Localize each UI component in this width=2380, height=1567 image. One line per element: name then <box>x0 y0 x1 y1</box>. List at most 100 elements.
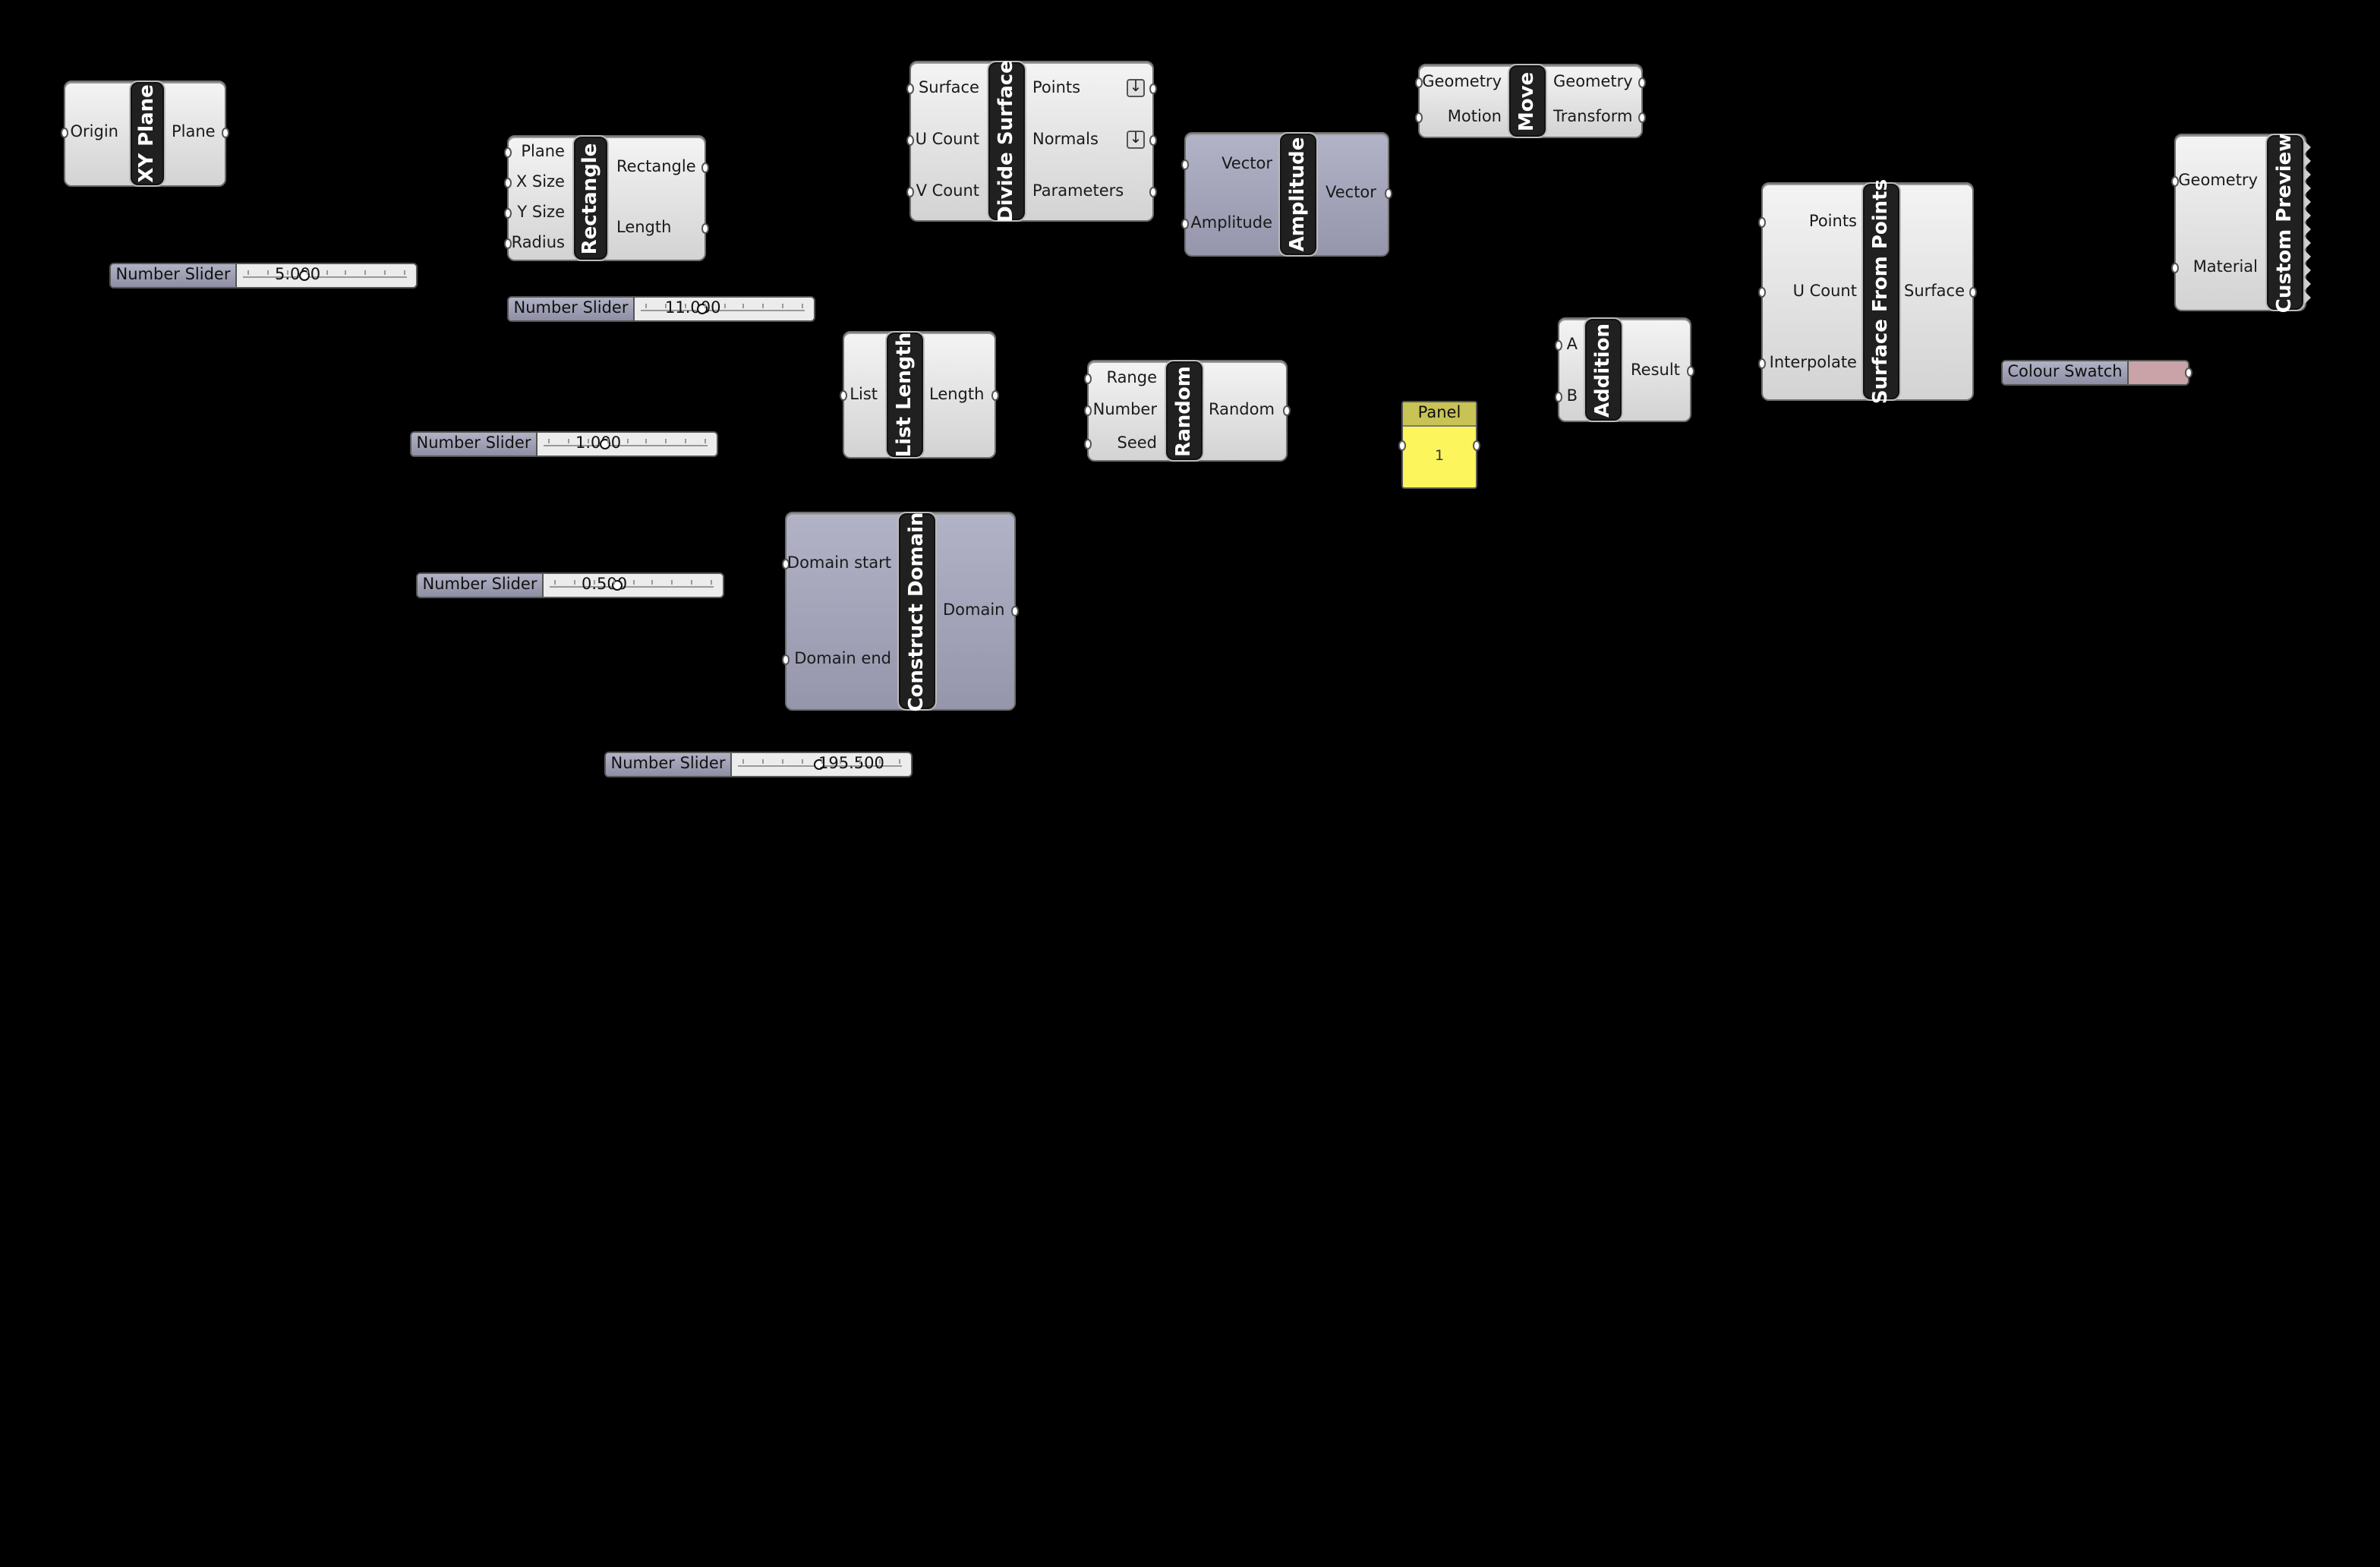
input-points-label: Points <box>1808 213 1857 231</box>
output-grip[interactable] <box>1638 112 1646 123</box>
input-grip[interactable] <box>906 84 914 94</box>
slider-tick <box>567 439 569 443</box>
input-grip[interactable] <box>2171 263 2179 273</box>
input-grip[interactable] <box>1084 405 1092 416</box>
slider-rail[interactable] <box>641 310 805 311</box>
output-grip[interactable] <box>2185 367 2192 378</box>
input-grip[interactable] <box>906 135 914 146</box>
input-grip[interactable] <box>504 147 512 158</box>
slider-tick <box>247 270 249 275</box>
surface-from-points-component[interactable]: Points U Count Interpolate Surface From … <box>1758 179 1977 404</box>
number-slider-2[interactable]: Number Slider 11.000 <box>507 296 815 322</box>
input-grip[interactable] <box>1181 159 1189 170</box>
output-grip[interactable] <box>1385 188 1392 199</box>
input-v-count-label: V Count <box>916 182 979 200</box>
normals-flatten-icon[interactable]: ↓ <box>1127 131 1145 149</box>
points-flatten-icon[interactable]: ↓ <box>1127 79 1145 97</box>
input-grip[interactable] <box>1084 439 1092 449</box>
output-grip[interactable] <box>1011 606 1019 616</box>
input-grip[interactable] <box>1758 217 1766 228</box>
slider-rail[interactable] <box>550 586 714 588</box>
slider-tick <box>645 439 648 443</box>
number-slider-4[interactable]: Number Slider 0.500 <box>416 572 724 598</box>
output-normals-label: Normals <box>1032 131 1099 149</box>
number-slider-3[interactable]: Number Slider 1.000 <box>410 431 718 457</box>
input-grip[interactable] <box>1555 340 1562 351</box>
move-component[interactable]: Geometry Motion Move Geometry Transform <box>1415 64 1646 138</box>
slider-knob[interactable] <box>612 580 623 591</box>
input-grip[interactable] <box>1415 77 1423 88</box>
output-grip[interactable] <box>1149 135 1157 146</box>
output-grip[interactable] <box>701 162 709 173</box>
rectangle-component[interactable]: Plane X Size Y Size Radius Rectangle Rec… <box>504 135 709 261</box>
input-grip[interactable] <box>1555 392 1562 402</box>
output-grip[interactable] <box>1687 366 1694 377</box>
slider-rail[interactable] <box>544 445 708 446</box>
colour-swatch-color[interactable] <box>2129 361 2188 384</box>
input-grip[interactable] <box>504 208 512 219</box>
input-grip[interactable] <box>61 128 68 138</box>
output-grip[interactable] <box>701 223 709 234</box>
preview-edge-notch <box>2305 237 2311 249</box>
colour-swatch[interactable]: Colour Swatch <box>2001 360 2192 386</box>
custom-preview-component[interactable]: Geometry Material Custom Preview <box>2171 133 2311 312</box>
input-grip[interactable] <box>840 390 847 401</box>
input-grip[interactable] <box>782 559 790 569</box>
input-grip[interactable] <box>1084 374 1092 384</box>
divide-surface-component[interactable]: Surface U Count V Count Divide Surface P… <box>906 60 1157 222</box>
slider-tick <box>593 580 595 585</box>
input-grip[interactable] <box>504 178 512 188</box>
input-grip[interactable] <box>2171 176 2179 187</box>
output-grip[interactable] <box>1283 405 1291 416</box>
list-length-component[interactable]: List List Length Length <box>840 331 999 459</box>
input-radius-label: Radius <box>511 234 565 252</box>
input-grip[interactable] <box>1758 287 1766 298</box>
input-grip[interactable] <box>782 654 790 665</box>
number-slider-1[interactable]: Number Slider 5.000 <box>109 263 418 288</box>
panel[interactable]: Panel 1 <box>1398 401 1480 489</box>
input-grip[interactable] <box>1398 440 1406 451</box>
input-grip[interactable] <box>1181 219 1189 229</box>
output-grip[interactable] <box>1149 84 1157 94</box>
addition-nickname: Addition <box>1585 319 1622 421</box>
output-grip[interactable] <box>222 128 229 138</box>
input-plane-label: Plane <box>521 143 565 161</box>
output-length-label: Length <box>929 386 985 404</box>
slider-value: 1.000 <box>575 434 622 452</box>
slider-tick <box>306 270 308 275</box>
rectangle-nickname: Rectangle <box>574 137 607 260</box>
slider-tick <box>742 759 744 764</box>
input-grip[interactable] <box>1415 112 1423 123</box>
output-grip[interactable] <box>1969 287 1977 298</box>
preview-edge-notch <box>2305 141 2311 153</box>
list-length-nickname: List Length <box>887 333 923 457</box>
input-grip[interactable] <box>1758 358 1766 369</box>
slider-rail[interactable] <box>243 276 407 278</box>
input-y-size-label: Y Size <box>517 203 565 222</box>
output-grip[interactable] <box>991 390 999 401</box>
random-component[interactable]: Range Number Seed Random Random <box>1084 360 1291 462</box>
addition-component[interactable]: A B Addition Result <box>1555 317 1694 422</box>
construct-domain-component[interactable]: Domain start Domain end Construct Domain… <box>782 511 1019 711</box>
slider-tick <box>671 580 673 585</box>
input-amplitude-label: Amplitude <box>1190 214 1272 232</box>
move-nickname: Move <box>1509 65 1546 137</box>
amplitude-component[interactable]: Vector Amplitude Amplitude Vector <box>1181 132 1392 257</box>
slider-tick <box>781 759 783 764</box>
slider-tick <box>801 759 803 764</box>
input-grip[interactable] <box>906 187 914 197</box>
output-grip[interactable] <box>1149 187 1157 197</box>
number-slider-5[interactable]: Number Slider 195.500 <box>604 752 913 777</box>
output-grip[interactable] <box>1473 440 1480 451</box>
input-surface-label: Surface <box>918 79 979 97</box>
input-grip[interactable] <box>504 238 512 249</box>
preview-edge-notch <box>2305 292 2311 304</box>
xy-plane-component[interactable]: Origin XY Plane Plane <box>61 80 229 187</box>
slider-tick <box>651 580 654 585</box>
input-material-label: Material <box>2192 258 2258 276</box>
output-grip[interactable] <box>1638 77 1646 88</box>
slider-tick <box>684 304 686 308</box>
slider-tick <box>632 580 634 585</box>
preview-edge-notch <box>2305 278 2311 290</box>
